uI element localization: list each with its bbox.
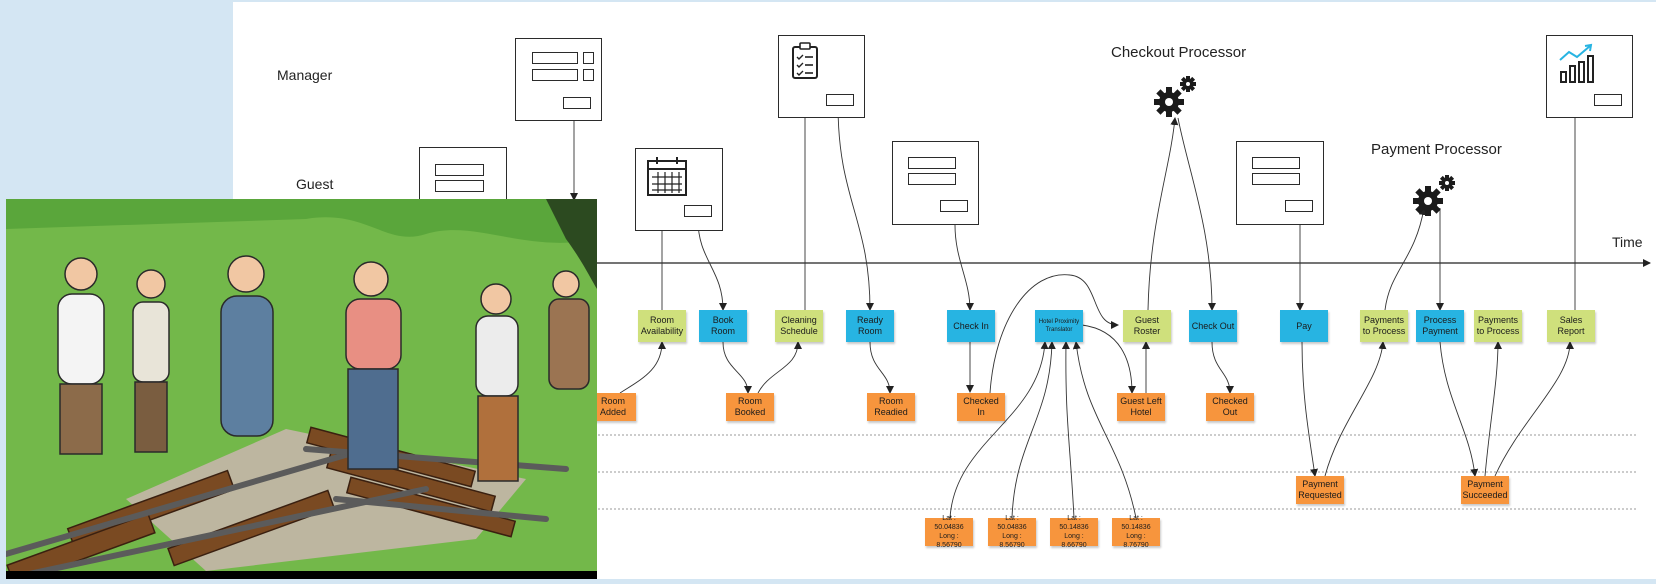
ready-room-sticky[interactable]: Ready Room <box>846 310 894 342</box>
sales-report-wireframe <box>1546 35 1633 118</box>
book-room-sticky[interactable]: Book Room <box>699 310 747 342</box>
payment-processor-label: Payment Processor <box>1371 141 1502 158</box>
payment-wireframe <box>1236 141 1324 225</box>
payment-requested-sticky[interactable]: Payment Requested <box>1296 476 1344 504</box>
guest-search-wireframe <box>419 147 507 207</box>
geo-location-event-2[interactable]: Lat : 50.04836 Long : 8.56790 <box>988 515 1036 549</box>
checked-out-sticky[interactable]: Checked Out <box>1206 393 1254 421</box>
check-out-sticky[interactable]: Check Out <box>1189 310 1237 342</box>
room-readied-sticky[interactable]: Room Readied <box>867 393 915 421</box>
cleaning-schedule-sticky[interactable]: Cleaning Schedule <box>775 310 823 342</box>
payment-succeeded-sticky[interactable]: Payment Succeeded <box>1461 476 1509 504</box>
check-in-sticky[interactable]: Check In <box>947 310 995 342</box>
checked-in-sticky[interactable]: Checked In <box>957 393 1005 421</box>
manager-room-form-wireframe <box>515 38 602 121</box>
checklist-icon <box>792 42 818 79</box>
payments-to-process-sticky[interactable]: Payments to Process <box>1360 310 1408 342</box>
booking-calendar-wireframe <box>635 148 723 231</box>
lane-label-guest: Guest <box>296 176 334 192</box>
room-availability-sticky[interactable]: Room Availability <box>638 310 686 342</box>
lane-label-manager: Manager <box>277 67 333 83</box>
geo-location-event-3[interactable]: Lat : 50.14836 Long : 8.66790 <box>1050 515 1098 549</box>
payments-to-process-2-sticky[interactable]: Payments to Process <box>1474 310 1522 342</box>
railway-workers-cartoon-image <box>3 199 597 584</box>
time-label: Time <box>1612 234 1643 250</box>
room-added-sticky[interactable]: Room Added <box>590 393 636 421</box>
checkout-processor-label: Checkout Processor <box>1111 44 1247 61</box>
geo-location-event-1[interactable]: Lat : 50.04836 Long : 8.56790 <box>925 515 973 549</box>
guest-roster-sticky[interactable]: Guest Roster <box>1123 310 1171 342</box>
pay-sticky[interactable]: Pay <box>1280 310 1328 342</box>
hotel-proximity-translator-sticky[interactable]: Hotel Proximity Translator <box>1035 310 1083 342</box>
cleaning-checklist-wireframe <box>778 35 865 118</box>
check-in-wireframe <box>892 141 979 225</box>
calendar-icon <box>647 157 687 196</box>
sales-report-sticky[interactable]: Sales Report <box>1547 310 1595 342</box>
geo-location-event-4[interactable]: Lat : 50.14836 Long : 8.76790 <box>1112 515 1160 549</box>
checkout-processor-gears-icon <box>1154 76 1196 117</box>
chart-icon <box>1559 43 1594 83</box>
payment-processor-gears-icon <box>1413 175 1455 216</box>
process-payment-sticky[interactable]: Process Payment <box>1416 310 1464 342</box>
room-booked-sticky[interactable]: Room Booked <box>726 393 774 421</box>
guest-left-hotel-sticky[interactable]: Guest Left Hotel <box>1117 393 1165 421</box>
